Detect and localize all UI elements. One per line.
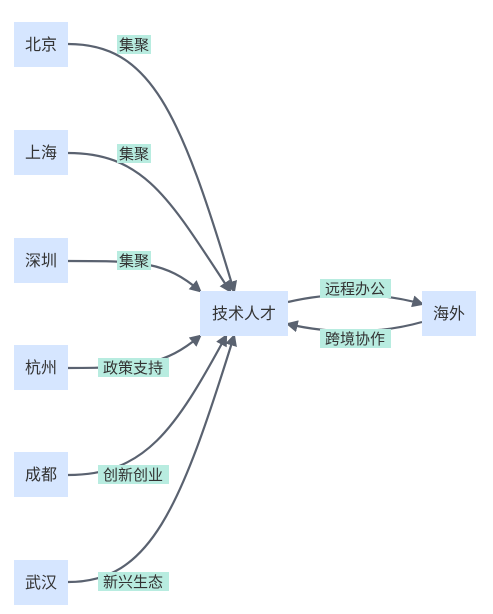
svg-text:政策支持: 政策支持 <box>103 359 163 377</box>
edge-shanghai-talent <box>67 151 232 294</box>
node-hangzhou: 杭州 <box>14 345 68 390</box>
svg-text:上海: 上海 <box>25 143 57 162</box>
svg-text:远程办公: 远程办公 <box>325 280 385 298</box>
edge-label-chengdu: 创新创业 <box>98 465 169 484</box>
svg-text:海外: 海外 <box>433 304 465 323</box>
svg-text:集聚: 集聚 <box>119 145 149 163</box>
edge-label-hangzhou: 政策支持 <box>98 358 169 377</box>
svg-text:新兴生态: 新兴生态 <box>103 573 163 591</box>
svg-text:技术人才: 技术人才 <box>212 304 276 323</box>
edge-label-shanghai: 集聚 <box>117 144 151 163</box>
edge-label-shenzhen: 集聚 <box>117 251 151 270</box>
node-chengdu: 成都 <box>14 452 68 497</box>
svg-text:杭州: 杭州 <box>25 358 57 377</box>
edge-wuhan-talent <box>67 333 237 584</box>
node-talent: 技术人才 <box>200 291 288 336</box>
node-wuhan: 武汉 <box>14 560 68 605</box>
edge-label-talent-overseas: 远程办公 <box>320 279 391 298</box>
edge-label-wuhan: 新兴生态 <box>98 572 169 591</box>
svg-text:成都: 成都 <box>25 465 57 484</box>
svg-text:集聚: 集聚 <box>119 252 149 270</box>
svg-text:北京: 北京 <box>25 35 57 54</box>
svg-text:跨境协作: 跨境协作 <box>325 330 385 348</box>
svg-text:集聚: 集聚 <box>119 36 149 54</box>
svg-text:武汉: 武汉 <box>25 573 57 592</box>
node-beijing: 北京 <box>14 22 68 67</box>
edge-beijing-talent <box>67 42 238 294</box>
edge-chengdu-talent <box>67 333 228 477</box>
svg-text:深圳: 深圳 <box>25 251 57 270</box>
edge-label-overseas-talent: 跨境协作 <box>320 329 391 348</box>
node-overseas: 海外 <box>422 291 476 336</box>
svg-text:创新创业: 创新创业 <box>103 466 163 484</box>
edge-label-beijing: 集聚 <box>117 35 151 54</box>
node-shanghai: 上海 <box>14 130 68 175</box>
node-shenzhen: 深圳 <box>14 238 68 283</box>
